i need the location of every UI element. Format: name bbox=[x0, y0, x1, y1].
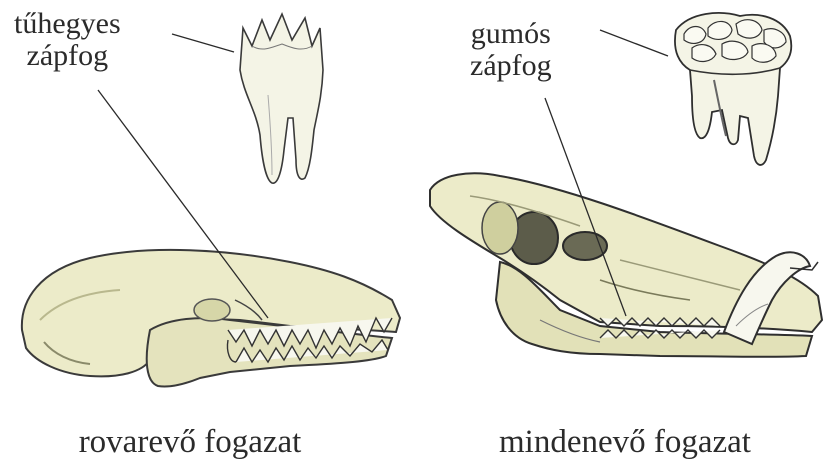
insectivore-skull-illustration bbox=[22, 250, 400, 387]
insectivore-molar-illustration bbox=[240, 14, 323, 183]
omnivore-molar-illustration bbox=[675, 13, 791, 165]
label-line-2: zápfog bbox=[470, 50, 552, 82]
gumos-zapfog-label: gumós zápfog bbox=[470, 18, 552, 81]
tuhegyes-zapfog-label: tűhegyes zápfog bbox=[14, 8, 121, 71]
label-line-1: gumós bbox=[470, 18, 552, 50]
label-line-2: zápfog bbox=[14, 40, 121, 72]
insectivore-dentition-caption: rovarevő fogazat bbox=[60, 424, 320, 461]
label-line-1: tűhegyes bbox=[14, 8, 121, 40]
omnivore-skull-illustration bbox=[430, 173, 822, 357]
omnivore-dentition-caption: mindenevő fogazat bbox=[470, 424, 780, 461]
